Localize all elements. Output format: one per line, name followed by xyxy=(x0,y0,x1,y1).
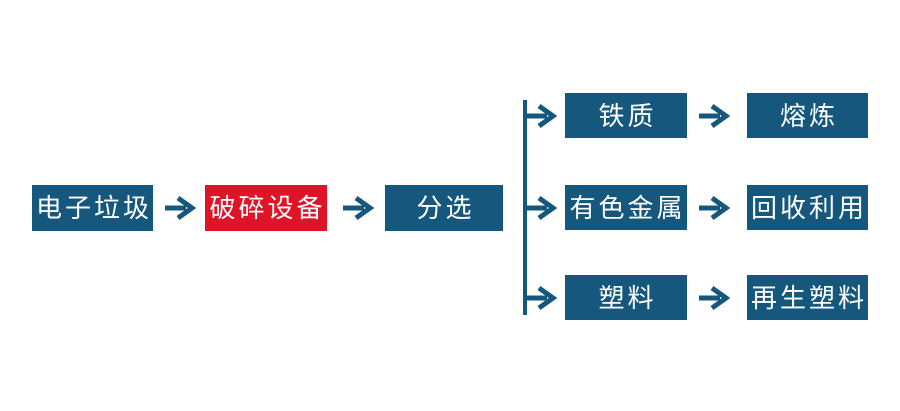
node-recycling-label: 回收利用 xyxy=(750,192,867,223)
node-smelting-label: 熔炼 xyxy=(779,100,838,131)
node-electronic-waste: 电子垃圾 xyxy=(32,185,153,231)
node-plastic: 塑料 xyxy=(565,275,687,320)
arrow-right-icon xyxy=(165,195,196,221)
node-smelting: 熔炼 xyxy=(747,93,868,138)
arrow-right-icon xyxy=(699,285,730,311)
node-nonferrous-metal-label: 有色金属 xyxy=(569,192,686,223)
arrow-right-icon xyxy=(699,103,730,129)
node-iron-label: 铁质 xyxy=(598,100,657,131)
branch-arrow-right-icon xyxy=(525,103,557,129)
arrow-right-icon xyxy=(343,195,374,221)
node-recycled-plastic: 再生塑料 xyxy=(747,275,868,320)
node-recycling: 回收利用 xyxy=(747,185,868,230)
branch-arrow-right-icon xyxy=(525,195,557,221)
node-electronic-waste-label: 电子垃圾 xyxy=(35,193,152,223)
branch-arrow-right-icon xyxy=(525,285,557,311)
arrow-right-icon xyxy=(699,195,730,221)
node-crushing-equipment-label: 破碎设备 xyxy=(209,193,326,223)
node-crushing-equipment: 破碎设备 xyxy=(205,185,327,231)
node-sorting: 分选 xyxy=(385,185,503,231)
node-iron: 铁质 xyxy=(565,93,687,138)
node-sorting-label: 分选 xyxy=(416,193,475,223)
node-nonferrous-metal: 有色金属 xyxy=(565,185,687,230)
node-plastic-label: 塑料 xyxy=(598,282,657,313)
node-recycled-plastic-label: 再生塑料 xyxy=(750,282,867,313)
